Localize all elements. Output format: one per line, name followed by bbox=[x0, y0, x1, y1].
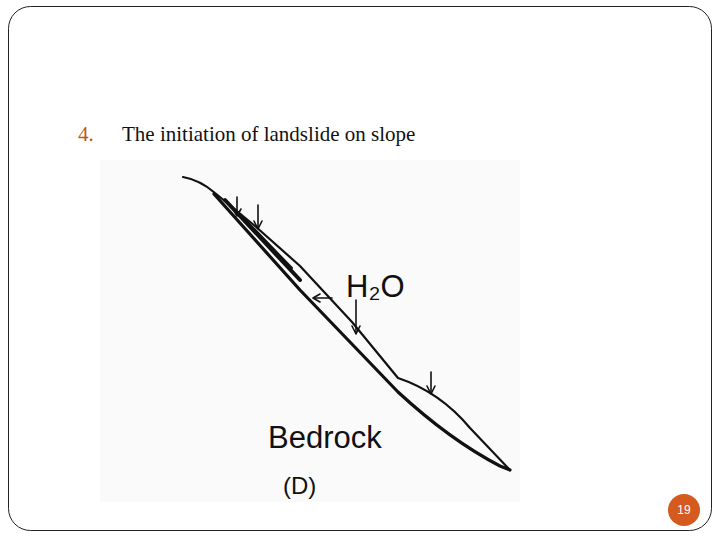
figure-ground bbox=[100, 160, 520, 502]
arrow-head bbox=[427, 386, 435, 394]
ground-surface bbox=[183, 177, 510, 470]
page-number: 19 bbox=[677, 504, 690, 516]
slide-title: The initiation of landslide on slope bbox=[122, 124, 415, 145]
rain-arrow bbox=[236, 197, 238, 215]
arrow-head bbox=[352, 326, 360, 334]
rain-arrow bbox=[430, 372, 432, 393]
rain-arrow bbox=[355, 300, 357, 333]
arrow-head bbox=[233, 209, 241, 216]
slip-surface bbox=[240, 214, 292, 268]
panel-label: (D) bbox=[283, 474, 316, 498]
arrow-head bbox=[313, 294, 320, 302]
rain-arrow bbox=[257, 205, 259, 228]
water-label: H₂O bbox=[346, 271, 405, 302]
page-number-badge: 19 bbox=[668, 494, 700, 526]
slope-illustration bbox=[183, 177, 510, 470]
slide-frame bbox=[9, 7, 712, 531]
arrow-head bbox=[254, 221, 262, 229]
item-number: 4. bbox=[78, 124, 94, 145]
bedrock-line bbox=[214, 194, 510, 470]
bedrock-label: Bedrock bbox=[268, 422, 382, 453]
flow-arrow bbox=[314, 297, 332, 299]
